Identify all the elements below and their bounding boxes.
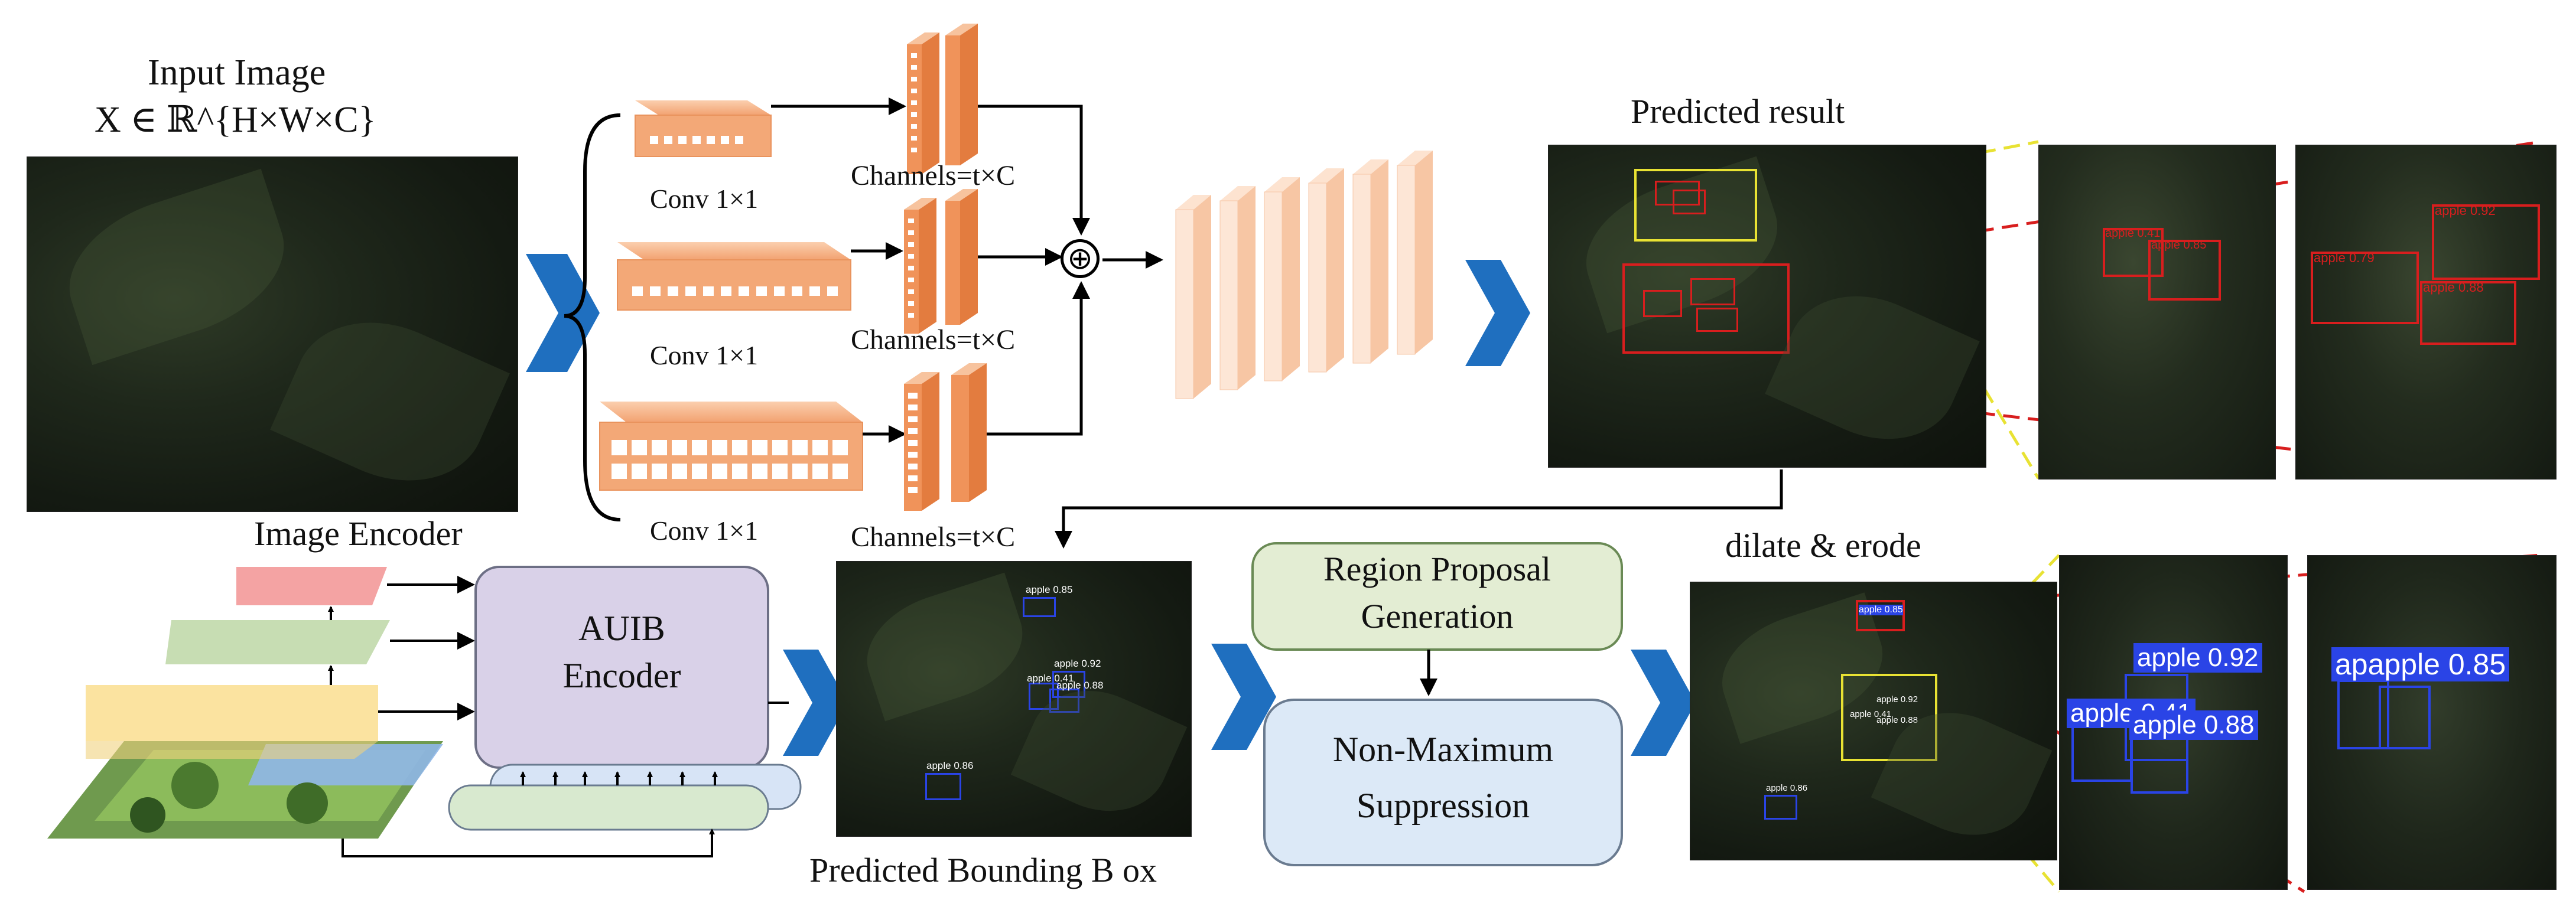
sum-symbol: ⊕: [1067, 241, 1093, 276]
detection-label: apple 0.41: [2105, 227, 2161, 240]
fused-feature-stack: [1175, 151, 1433, 399]
detection-label: apple 0.88: [2423, 280, 2484, 295]
detection-label: apple 0.79: [2314, 250, 2375, 265]
result-zoom-1: apple 0.41 apple 0.85: [2038, 145, 2276, 480]
conv-block-3: [599, 402, 863, 491]
conv-label-3: Conv 1×1: [650, 516, 759, 546]
nms-line2: Suppression: [1356, 786, 1530, 825]
region-proposal-box: [1251, 542, 1623, 651]
channels-label-2: Channels=t×C: [851, 324, 1016, 355]
region-proposal-line2: Generation: [1361, 597, 1514, 635]
detection-prefix: ap: [2335, 648, 2368, 681]
detection-label: apple 0.85: [2151, 239, 2207, 252]
input-image-title: Input Image: [148, 53, 326, 93]
detection-text: apple 0.85: [2367, 648, 2506, 681]
channels-label-1: Channels=t×C: [851, 160, 1016, 191]
conv-block-2: [617, 242, 851, 311]
predicted-result-image: [1548, 145, 1986, 468]
nms-box: [1263, 699, 1623, 866]
brace-icon: [564, 113, 621, 521]
chevron-icon: [1211, 644, 1276, 750]
detection-label: apple 0.85: [1859, 605, 1903, 615]
feature-map-1: [907, 24, 978, 174]
feature-map-2: [904, 189, 978, 334]
detection-label: apple 0.92: [1876, 694, 1918, 704]
token-pill-front: [448, 784, 769, 831]
nms-line1: Non-Maximum: [1332, 730, 1554, 769]
region-proposal-line1: Region Proposal: [1323, 550, 1552, 588]
detection-label: apple 0.88: [1056, 680, 1104, 691]
image-encoder-title: Image Encoder: [254, 514, 463, 553]
dilate-zoom-2: apapple 0.85: [2307, 555, 2557, 890]
red-region-box: [1856, 600, 1905, 631]
channels-label-3: Channels=t×C: [851, 521, 1016, 553]
detection-label: apple 0.92: [2435, 203, 2496, 218]
detection-label: apple 0.88: [2129, 710, 2258, 740]
predicted-bbox-image: apple 0.85 apple 0.92 apple 0.41 apple 0…: [836, 561, 1192, 837]
input-image: [27, 156, 518, 512]
chevron-icon: [783, 650, 848, 756]
encoder-layer-yellow: [86, 685, 378, 759]
conv-block-1: [635, 100, 772, 157]
detection-label: apapple 0.85: [2331, 647, 2510, 681]
result-zoom-2: apple 0.92 apple 0.79 apple 0.88: [2295, 145, 2557, 480]
dilate-zoom-1: apple 0.92 apple 0.41 apple 0.88: [2059, 555, 2288, 890]
feature-map-3: [904, 363, 987, 511]
dilate-erode-title: dilate & erode: [1725, 526, 1921, 565]
auib-line2: Encoder: [562, 656, 681, 695]
detection-label: apple 0.92: [1054, 658, 1101, 669]
predicted-result-title: Predicted result: [1631, 92, 1845, 131]
auib-line1: AUIB: [578, 609, 665, 648]
detection-label: apple 0.92: [2133, 643, 2262, 673]
encoder-layer-green: [165, 620, 390, 664]
red-region-box: [1622, 263, 1790, 354]
detection-label: apple 0.41: [1850, 709, 1892, 719]
chevron-icon: [1631, 650, 1696, 756]
detection-label: apple 0.85: [1026, 584, 1073, 595]
input-image-formula: X ∈ ℝ^{H×W×C}: [95, 100, 376, 140]
chevron-icon: [1465, 260, 1530, 366]
encoder-layer-red: [236, 567, 387, 605]
conv-label-1: Conv 1×1: [650, 184, 759, 214]
detection-label: apple 0.86: [1766, 783, 1808, 793]
sum-node: ⊕: [1061, 239, 1100, 278]
detection-label: apple 0.41: [1027, 673, 1074, 684]
dilate-erode-image: apple 0.85 apple 0.92 apple 0.41 apple 0…: [1690, 582, 2057, 860]
detection-label: apple 0.86: [926, 760, 974, 771]
conv-label-2: Conv 1×1: [650, 340, 759, 370]
encoder-layer-photo: [47, 741, 443, 839]
detection-label: apple 0.88: [1876, 715, 1918, 725]
predicted-bbox-title: Predicted Bounding B ox: [809, 851, 1157, 889]
chevron-icon: [526, 254, 600, 372]
yellow-region-box: [1634, 169, 1757, 242]
